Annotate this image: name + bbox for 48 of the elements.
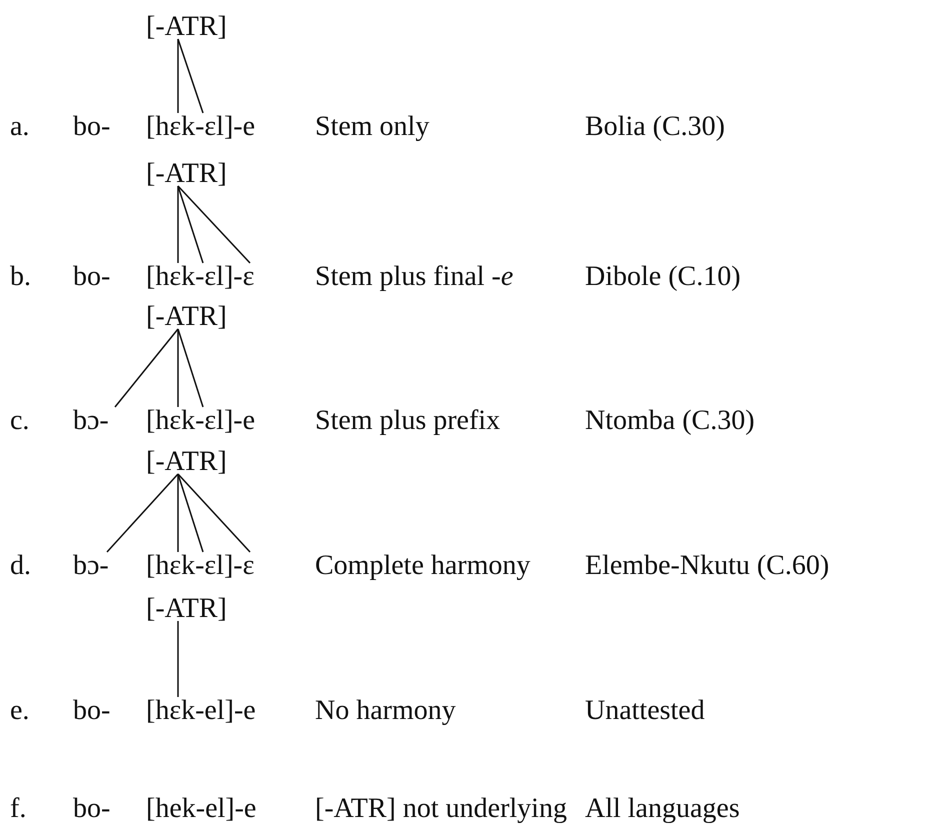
example-text: Stem only: [315, 111, 430, 143]
example-text: bo-: [73, 695, 110, 727]
example-text: Stem plus final -e: [315, 261, 514, 293]
example-text: No harmony: [315, 695, 456, 727]
segment-text: [-ATR]: [146, 593, 227, 625]
segment-text: [hɛk-ɛl]-e: [146, 111, 256, 143]
example-text: Dibole (C.10): [585, 261, 741, 293]
segment-text: [-ATR]: [146, 158, 227, 190]
example-text: a.: [10, 111, 30, 143]
example-text: Bolia (C.30): [585, 111, 725, 143]
segment-text: bɔ-: [73, 550, 109, 582]
segment-text: [-ATR]: [146, 11, 227, 43]
segment-text: [hɛk-ɛl]-ɛ: [146, 550, 254, 582]
segment-text: [-ATR]: [146, 301, 227, 333]
example-text: [-ATR] not underlying: [315, 793, 567, 825]
association-line: [177, 329, 179, 407]
association-line: [177, 39, 179, 113]
association-line: [177, 621, 179, 697]
example-text: d.: [10, 550, 31, 582]
example-text: bo-: [73, 261, 110, 293]
example-text: Ntomba (C.30): [585, 405, 755, 437]
example-text: b.: [10, 261, 31, 293]
segment-text: [hɛk-ɛl]-ɛ: [146, 261, 254, 293]
association-line: [177, 328, 204, 408]
example-text: bo-: [73, 793, 110, 825]
association-line: [177, 186, 179, 263]
example-text: [hek-el]-e: [146, 793, 256, 825]
example-text: Unattested: [585, 695, 705, 727]
example-text: Elembe-Nkutu (C.60): [585, 550, 830, 582]
segment-text: [hɛk-ɛl]-e: [146, 405, 256, 437]
association-line: [177, 185, 251, 264]
example-text: f.: [10, 793, 26, 825]
association-line: [177, 186, 204, 264]
segment-text: [-ATR]: [146, 446, 227, 478]
association-line: [177, 474, 251, 552]
example-text: bo-: [73, 111, 110, 143]
association-line: [177, 474, 204, 552]
association-line: [106, 474, 179, 552]
example-text: c.: [10, 405, 30, 437]
association-line: [114, 328, 179, 408]
segment-text: [hɛk-el]-e: [146, 695, 256, 727]
segment-text: bɔ-: [73, 405, 109, 437]
association-line: [177, 38, 204, 114]
example-text: Stem plus prefix: [315, 405, 500, 437]
example-text: All languages: [585, 793, 740, 825]
example-text: Complete harmony: [315, 550, 530, 582]
association-line: [177, 474, 179, 552]
example-text: e.: [10, 695, 30, 727]
